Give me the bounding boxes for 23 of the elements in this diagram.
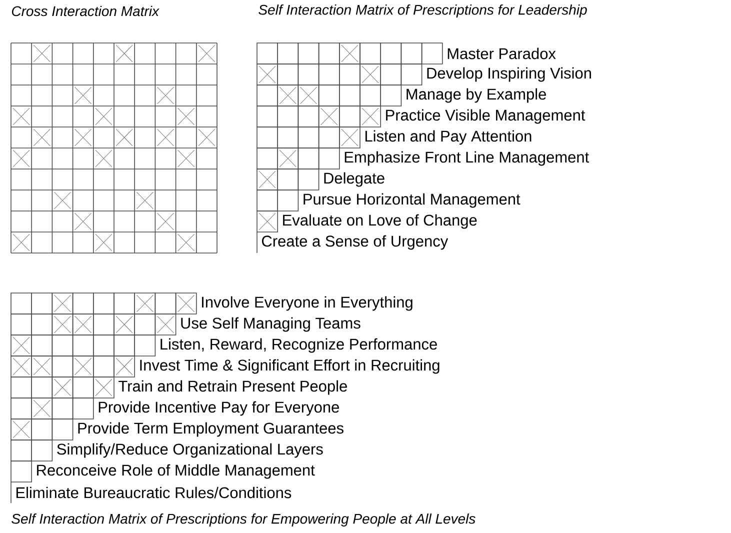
row-label: Listen and Pay Attention [365,130,532,145]
matrix-title: Self Interaction Matrix of Prescriptions for Empowering People at All Levels [12,513,476,527]
row-label: Practice Visible Management [386,109,586,124]
matrix-title: Self Interaction Matrix of Prescriptions for Leadership [258,4,587,18]
row-label: Train and Retrain Present People [118,380,347,395]
row-label: Provide Incentive Pay for Everyone [98,401,339,416]
matrix-title: Cross Interaction Matrix [12,6,160,16]
row-label: Eliminate Bureaucratic Rules/Conditions [16,486,292,498]
row-label: Use Self Managing Teams [181,317,360,332]
row-label: Listen, Reward, Recognize Performance [160,338,437,353]
row-label: Master Paradox [448,48,556,60]
row-label: Provide Term Employment Guarantees [78,422,344,437]
row-label: Emphasize Front Line Management [344,151,589,166]
row-label: Invest Time & Significant Effort in Recruiting [140,359,440,374]
row-label: Simplify/Reduce Organizational Layers [57,443,323,458]
row-label: Pursue Horizontal Management [304,193,520,208]
row-label: Develop Inspiring Vision [427,67,591,82]
row-label: Involve Everyone in Everything [202,296,412,311]
row-label: Evaluate on Love of Change [283,214,477,229]
row-label: Reconceive Role of Middle Management [37,464,315,479]
row-label: Delegate [324,172,384,187]
row-label: Manage by Example [406,88,546,103]
row-label: Create a Sense of Urgency [262,235,448,250]
